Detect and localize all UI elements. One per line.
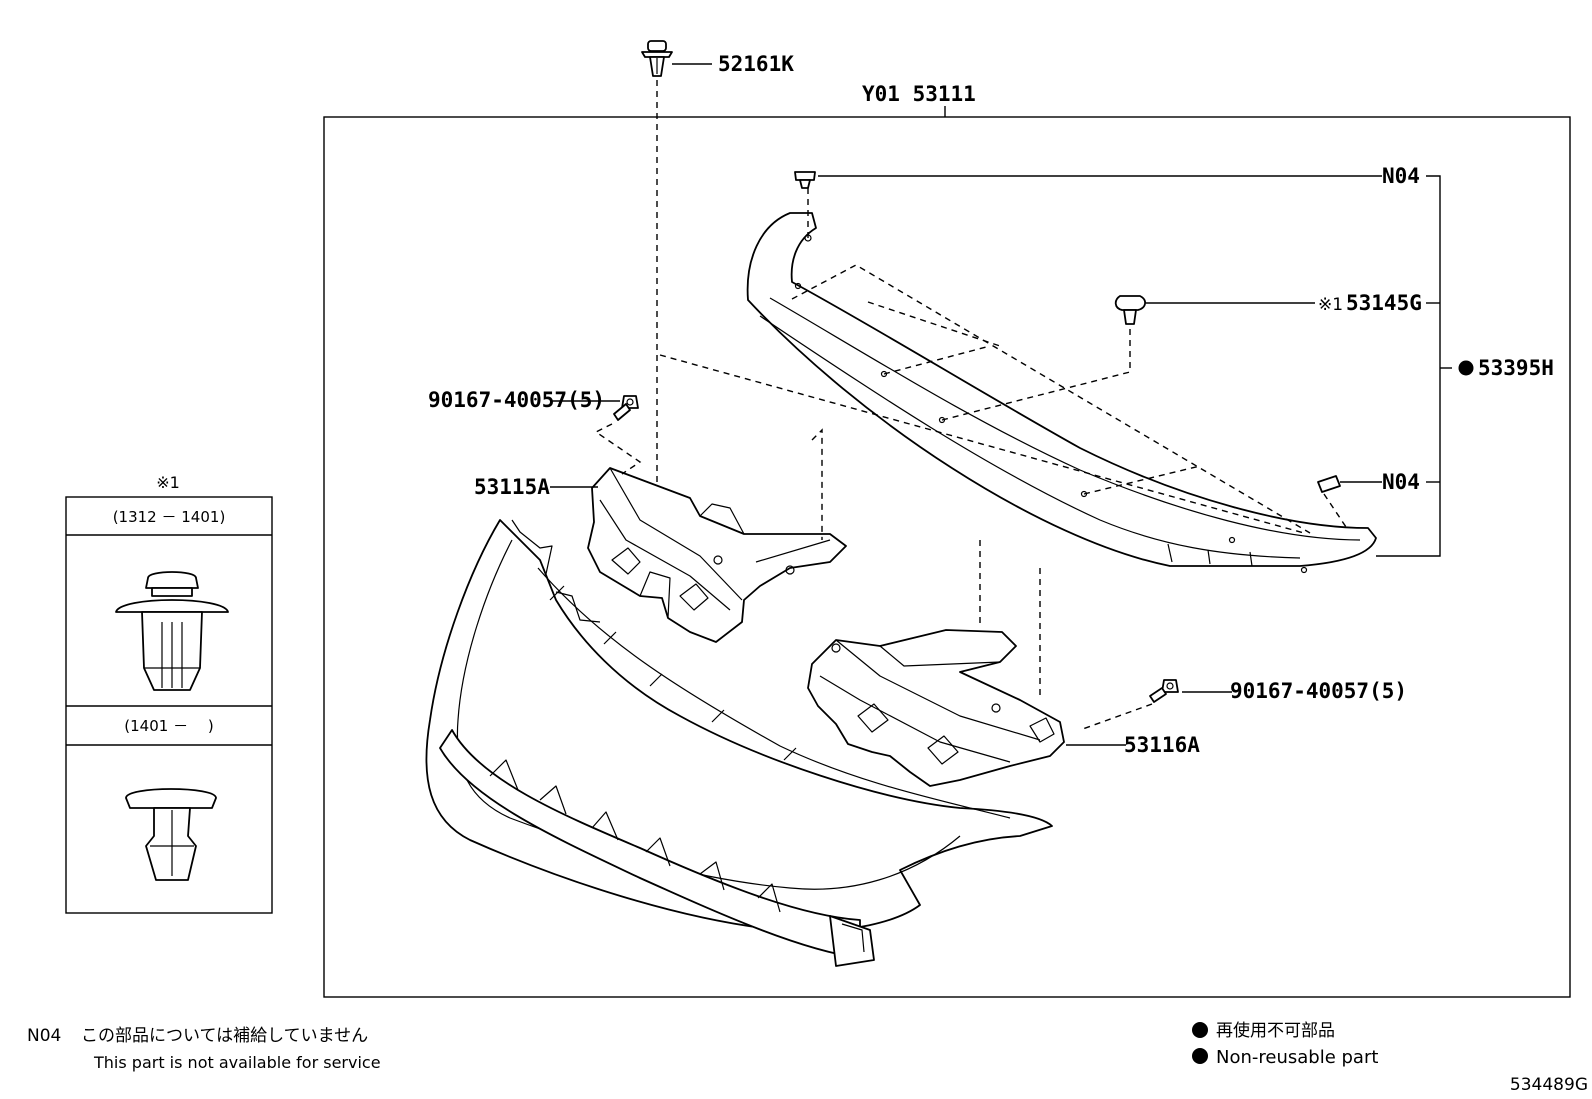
clip-variant-old-icon: [115, 571, 229, 691]
note-nonreusable-ja: 再使用不可部品: [1216, 1020, 1335, 1041]
inset-range-old: (1312 － 1401): [113, 508, 226, 526]
screw-90167-left-icon[interactable]: [613, 395, 639, 421]
screw-90167-right-icon[interactable]: [1149, 679, 1179, 703]
lower-grille-mesh[interactable]: [439, 729, 875, 967]
n04-tab-bottom-icon[interactable]: [1317, 475, 1341, 493]
upper-garnish-strip[interactable]: [746, 212, 1377, 574]
clip-variants-inset: [65, 496, 273, 914]
label-52161k: 52161K: [718, 52, 794, 76]
legend-dot-ja-icon: [1192, 1022, 1208, 1038]
label-assembly-y01-53111: Y01 53111: [862, 82, 976, 106]
inset-mark: ※1: [156, 473, 180, 492]
label-90167-left: 90167-40057(5): [428, 388, 605, 412]
clip-53145g-icon[interactable]: [1114, 295, 1146, 325]
label-53116a: 53116A: [1124, 733, 1200, 757]
assembly-frame: [323, 116, 1571, 998]
figure-id: 534489G: [1510, 1075, 1588, 1095]
inset-range-new: (1401 － ): [124, 717, 213, 735]
label-53395h: 53395H: [1478, 356, 1554, 380]
label-90167-right: 90167-40057(5): [1230, 679, 1407, 703]
non-reusable-dot-icon: [1458, 360, 1474, 376]
n04-cap-top-icon[interactable]: [794, 171, 816, 189]
note-n04-code: N04: [27, 1026, 61, 1046]
label-n04-top: N04: [1382, 164, 1420, 188]
note-n04-ja: この部品については補給していません: [81, 1026, 368, 1046]
note-n04-en: This part is not available for service: [93, 1053, 381, 1072]
label-53145g-mark: ※1: [1318, 295, 1343, 315]
clip-variant-new-icon: [125, 788, 217, 881]
clip-52161k-icon[interactable]: [641, 40, 673, 77]
legend-dot-en-icon: [1192, 1048, 1208, 1064]
bracket-53115a[interactable]: [587, 467, 847, 643]
bracket-53116a[interactable]: [807, 629, 1065, 787]
label-n04-bottom: N04: [1382, 470, 1420, 494]
label-53115a: 53115A: [474, 475, 550, 499]
label-53145g: 53145G: [1346, 291, 1422, 315]
note-nonreusable-en: Non-reusable part: [1216, 1047, 1378, 1068]
